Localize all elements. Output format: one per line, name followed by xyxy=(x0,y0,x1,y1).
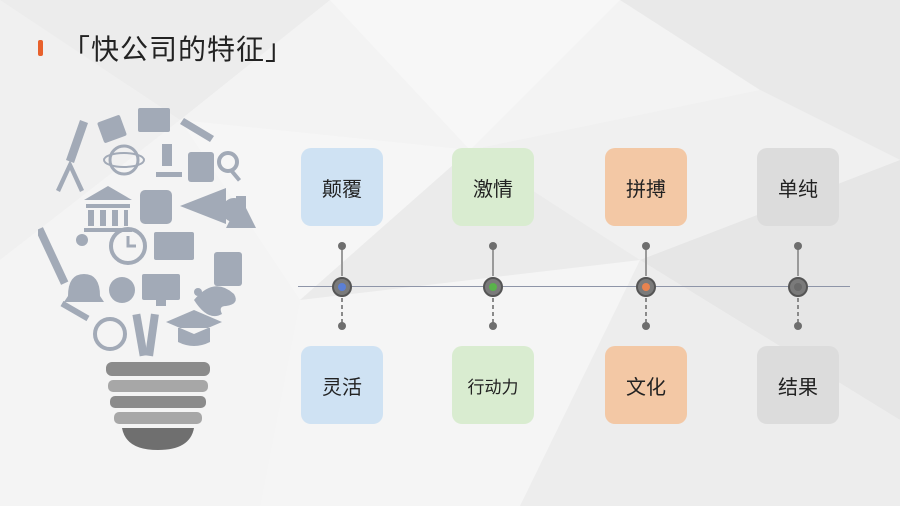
slide-title: 「快公司的特征」 xyxy=(62,33,295,66)
compass-icon xyxy=(56,160,84,192)
connector-upper xyxy=(797,246,799,276)
feature-card-bottom: 行动力 xyxy=(452,346,534,424)
atom-icon xyxy=(108,144,140,176)
timeline-axis xyxy=(298,286,850,287)
feature-card-top: 单纯 xyxy=(757,148,839,226)
connector-end-dot xyxy=(794,322,802,330)
title-accent-bar xyxy=(38,40,43,56)
bus-icon xyxy=(140,190,172,224)
feature-card-bottom: 结果 xyxy=(757,346,839,424)
book-icon xyxy=(138,108,170,132)
timeline-node xyxy=(483,277,503,297)
bulb-base-tip xyxy=(122,428,194,450)
timeline-node-core xyxy=(642,283,650,291)
connector-lower xyxy=(645,298,647,326)
feature-card-top: 颠覆 xyxy=(301,148,383,226)
monitor-icon xyxy=(142,274,180,300)
globe-icon xyxy=(93,317,127,351)
pennant-icon xyxy=(180,188,226,224)
pens-icon xyxy=(132,313,148,357)
lightbulb-collage-icon xyxy=(38,108,256,450)
timeline-node-core xyxy=(338,283,346,291)
test-tube-icon xyxy=(180,118,214,142)
timeline-node-core xyxy=(794,283,802,291)
graduation-cap-icon xyxy=(166,310,222,346)
timeline-node xyxy=(788,277,808,297)
connector-end-dot xyxy=(642,322,650,330)
connector-end-dot xyxy=(794,242,802,250)
ruler-icon xyxy=(66,120,88,163)
connector-upper xyxy=(341,246,343,276)
magnifier-icon xyxy=(217,151,239,173)
connector-end-dot xyxy=(338,242,346,250)
connector-end-dot xyxy=(338,322,346,330)
connector-lower xyxy=(341,298,343,326)
microscope-icon xyxy=(156,144,182,177)
calendar-icon xyxy=(97,115,127,143)
connector-end-dot xyxy=(489,322,497,330)
connector-end-dot xyxy=(489,242,497,250)
connector-end-dot xyxy=(642,242,650,250)
feature-card-bottom: 文化 xyxy=(605,346,687,424)
connector-upper xyxy=(645,246,647,276)
bulb-base-ring xyxy=(106,362,210,376)
timeline-node xyxy=(332,277,352,297)
timeline-node xyxy=(636,277,656,297)
timeline-node-core xyxy=(489,283,497,291)
palette-icon xyxy=(194,286,236,317)
pencil-icon xyxy=(38,227,69,285)
apple-icon xyxy=(109,277,135,303)
building-icon xyxy=(84,186,132,232)
connector-upper xyxy=(492,246,494,276)
bulb-small-icon xyxy=(222,198,247,222)
feature-card-bottom: 灵活 xyxy=(301,346,383,424)
calculator-icon xyxy=(214,252,242,286)
chalkboard-icon xyxy=(154,232,194,260)
connector-lower xyxy=(797,298,799,326)
clock-icon xyxy=(109,227,147,265)
bell-icon xyxy=(64,274,104,302)
notepad-icon xyxy=(188,152,214,182)
connector-lower xyxy=(492,298,494,326)
feature-card-top: 拼搏 xyxy=(605,148,687,226)
feature-card-top: 激情 xyxy=(452,148,534,226)
